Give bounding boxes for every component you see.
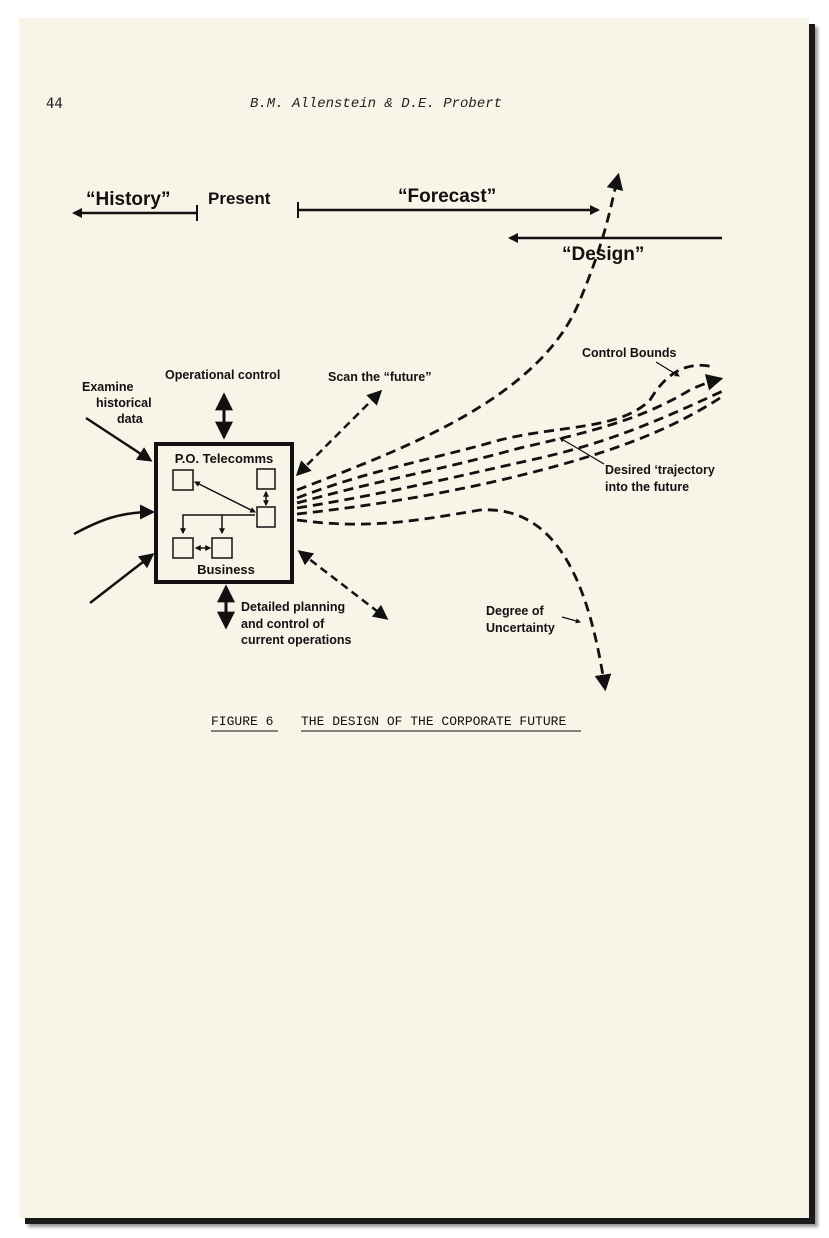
page [19, 18, 809, 1218]
uncertainty-curve [296, 508, 612, 692]
box-top-label: P.O. Telecomms [175, 451, 274, 466]
detailed-planning-label-line2: and control of [241, 617, 325, 631]
figure-caption-title: THE DESIGN OF THE CORPORATE FUTURE [301, 714, 566, 729]
desired-trajectory-label-line2: into the future [605, 480, 689, 494]
operational-control-label: Operational control [165, 368, 280, 382]
inner-box-top-right [256, 468, 276, 490]
inner-box-top-left [172, 469, 194, 491]
design-label: “Design” [562, 244, 644, 265]
incoming-curve-middle [73, 504, 155, 536]
control-bounds-leader [655, 361, 680, 377]
page-number: 44 [46, 96, 63, 112]
inner-link-bracket [180, 514, 255, 535]
inner-link-diagonal [193, 481, 257, 513]
inner-box-right [256, 506, 276, 528]
running-head: B.M. Allenstein & D.E. Probert [250, 96, 503, 112]
examine-arrow [85, 416, 153, 462]
inner-box-bottom-left [172, 537, 194, 559]
trajectory-lower [296, 388, 726, 510]
detailed-planning-label-line3: current operations [241, 633, 351, 647]
desired-trajectory-label-line1: Desired ‘trajectory [605, 463, 715, 477]
uncertainty-leader [561, 616, 582, 624]
detailed-planning-arrow [297, 550, 389, 620]
figure-caption-number: FIGURE 6 [211, 714, 273, 729]
scan-future-label: Scan the “future” [328, 370, 432, 384]
history-label: “History” [86, 189, 170, 210]
upper-forecast-curve [296, 172, 624, 492]
degree-uncertainty-label-line1: Degree of [486, 604, 544, 618]
examine-label-line1: Examine [82, 380, 133, 394]
control-bound-lower [296, 396, 721, 516]
incoming-arrow-lower [89, 553, 155, 604]
examine-label-line2: historical [96, 396, 152, 410]
detailed-planning-label-line1: Detailed planning [241, 600, 345, 614]
control-bounds-label: Control Bounds [582, 346, 676, 360]
desired-trajectory-leader [559, 437, 605, 465]
present-label: Present [208, 189, 271, 208]
forecast-label: “Forecast” [398, 186, 496, 207]
telecomms-business-box [154, 442, 294, 584]
examine-label-line3: data [117, 412, 144, 426]
inner-box-bottom-mid [211, 537, 233, 559]
box-bottom-label: Business [197, 562, 255, 577]
scan-future-arrow [295, 389, 383, 477]
degree-uncertainty-label-line2: Uncertainty [486, 621, 555, 635]
